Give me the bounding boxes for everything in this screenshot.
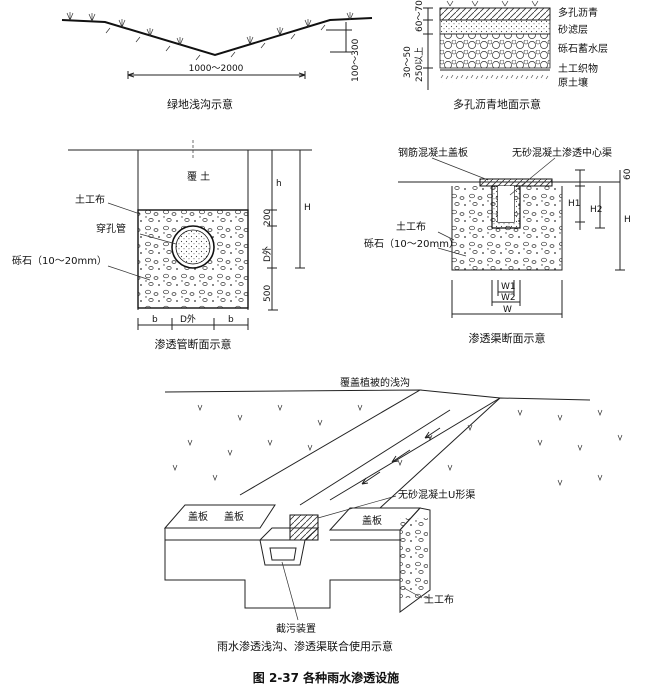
d60-dim-label: 60 bbox=[623, 168, 633, 180]
trench-side bbox=[399, 507, 431, 613]
cover-slab-left bbox=[163, 504, 276, 529]
vegetated-swale-label: 覆盖植被的浅沟 bbox=[340, 376, 410, 389]
swale-edge-left bbox=[164, 389, 422, 496]
trap-label: 截污装置 bbox=[276, 622, 316, 635]
soil-hatch bbox=[105, 24, 326, 61]
dn-bottom-dim-label: D外 bbox=[180, 313, 196, 325]
cover-soil-label: 覆 土 bbox=[187, 170, 210, 183]
d500-dim-label: 500 bbox=[263, 285, 273, 302]
geotextile-label: 土工布 bbox=[424, 593, 454, 606]
layer-label-geotextile: 土工织物 bbox=[558, 62, 598, 75]
depth-dimension-line bbox=[326, 22, 352, 53]
swale-diagram: 1000～2000 100～300 绿地浅沟示意 bbox=[61, 12, 373, 111]
swale-edge-right bbox=[379, 397, 591, 509]
h-dim-label: h bbox=[276, 179, 282, 189]
width-dimension-line bbox=[127, 71, 306, 79]
cover-label-3: 盖板 bbox=[362, 514, 382, 527]
native-soil-layer bbox=[440, 71, 550, 83]
H1-dim-label: H1 bbox=[568, 199, 581, 209]
vertical-dim-lines bbox=[575, 169, 625, 271]
b-right-dim-label: b bbox=[228, 315, 234, 325]
side-gravel bbox=[400, 518, 428, 598]
H2-dim-label: H2 bbox=[590, 205, 603, 215]
W2-dim-label: W2 bbox=[501, 293, 516, 303]
horizontal-dim-lines bbox=[451, 280, 563, 318]
swale-edge-ridge bbox=[329, 389, 502, 501]
sand-dim-label: 30～50 bbox=[403, 46, 413, 78]
u-channel-label: 无砂混凝土U形渠 bbox=[398, 488, 475, 501]
combined-system-caption: 雨水渗透浅沟、渗透渠联合使用示意 bbox=[217, 639, 393, 653]
flow-arrow-3 bbox=[361, 471, 381, 485]
gravel-dim-label: 250以上 bbox=[414, 47, 425, 82]
geotextile-leader bbox=[437, 231, 455, 241]
combined-system-diagram: 覆盖植被的浅沟 盖板 盖板 盖板 无砂混凝土U形渠 土工布 截污装置 雨水渗透浅… bbox=[163, 376, 623, 653]
flow-arrow-2 bbox=[391, 449, 411, 463]
layer-label-soil: 原土壤 bbox=[558, 76, 588, 89]
W1-dim-label: W1 bbox=[501, 282, 516, 292]
dn-dim-label: D外 bbox=[261, 246, 273, 262]
vertical-dim-lines bbox=[267, 150, 305, 311]
trench-front bbox=[164, 528, 401, 609]
porous-asphalt-diagram: 60～70 30～50 250以上 多孔沥青 砂滤层 砾石蓄水层 土工织物 原土… bbox=[403, 0, 608, 111]
b-left-dim-label: b bbox=[152, 315, 158, 325]
perforated-pipe-label: 穿孔管 bbox=[96, 222, 126, 235]
infiltration-channel-caption: 渗透渠断面示意 bbox=[469, 331, 546, 345]
swale-trough bbox=[299, 409, 451, 506]
layer-label-sand: 砂滤层 bbox=[558, 23, 588, 36]
width-dimension-label: 1000～2000 bbox=[189, 64, 244, 74]
geotextile-label: 土工布 bbox=[75, 193, 105, 206]
perforated-pipe-inner bbox=[175, 229, 211, 265]
trap-inner bbox=[269, 547, 297, 561]
rc-cover-slab bbox=[479, 178, 553, 187]
porous-asphalt-caption: 多孔沥青地面示意 bbox=[453, 97, 541, 111]
infiltration-pipe-diagram: 覆 土 土工布 穿孔管 砾石（10～20mm） h 200 D外 500 H b… bbox=[12, 140, 312, 351]
asphalt-layer bbox=[439, 7, 551, 21]
layer-dimension-line bbox=[423, 7, 433, 90]
gravel-leader bbox=[107, 265, 151, 281]
geotextile-label: 土工布 bbox=[396, 220, 426, 233]
channel-void bbox=[498, 186, 514, 222]
grass-marks bbox=[66, 12, 354, 46]
rc-cover-label: 钢筋混凝土盖板 bbox=[398, 146, 468, 159]
channel-leader bbox=[509, 157, 556, 196]
u-channel-leader bbox=[317, 495, 397, 519]
infiltration-pipe-caption: 渗透管断面示意 bbox=[155, 337, 232, 351]
asphalt-dim-label: 60～70 bbox=[415, 0, 425, 32]
vegetation-marks bbox=[172, 404, 623, 486]
ground-profile bbox=[61, 17, 373, 57]
sand-filter-layer bbox=[439, 19, 551, 35]
depth-dimension-label: 100～300 bbox=[351, 38, 361, 82]
grass-top bbox=[446, 0, 539, 7]
gravel-label: 砾石（10～20mm） bbox=[12, 254, 107, 267]
center-channel-label: 无砂混凝土渗透中心渠 bbox=[512, 146, 612, 159]
trap-leader bbox=[281, 561, 299, 621]
layer-label-asphalt: 多孔沥青 bbox=[558, 6, 598, 19]
d200-dim-label: 200 bbox=[263, 209, 273, 226]
geotextile-leader bbox=[107, 202, 141, 215]
geotextile-leader bbox=[403, 587, 423, 599]
trap-box-top bbox=[259, 527, 320, 541]
gravel-label: 砾石（10～20mm） bbox=[364, 237, 459, 250]
trap-box bbox=[259, 539, 306, 566]
H-dim-label: H bbox=[624, 215, 631, 225]
H-dim-label: H bbox=[304, 203, 311, 213]
gravel-leader bbox=[437, 247, 467, 257]
cover-label-2: 盖板 bbox=[224, 510, 244, 523]
swale-caption: 绿地浅沟示意 bbox=[167, 97, 233, 111]
infiltration-channel-diagram: 钢筋混凝土盖板 无砂混凝土渗透中心渠 土工布 砾石（10～20mm） 60 H1… bbox=[364, 146, 633, 345]
horizontal-dim-line bbox=[137, 318, 249, 330]
cover-label-1: 盖板 bbox=[188, 510, 208, 523]
gravel-storage-layer bbox=[439, 33, 551, 69]
pipe-leader bbox=[139, 233, 177, 245]
figure-title: 图 2-37 各种雨水渗透设施 bbox=[253, 670, 399, 685]
flow-arrow-1 bbox=[424, 427, 441, 439]
W-dim-label: W bbox=[503, 305, 512, 315]
rc-cover-leader bbox=[431, 157, 489, 181]
layer-label-gravel: 砾石蓄水层 bbox=[558, 42, 608, 55]
